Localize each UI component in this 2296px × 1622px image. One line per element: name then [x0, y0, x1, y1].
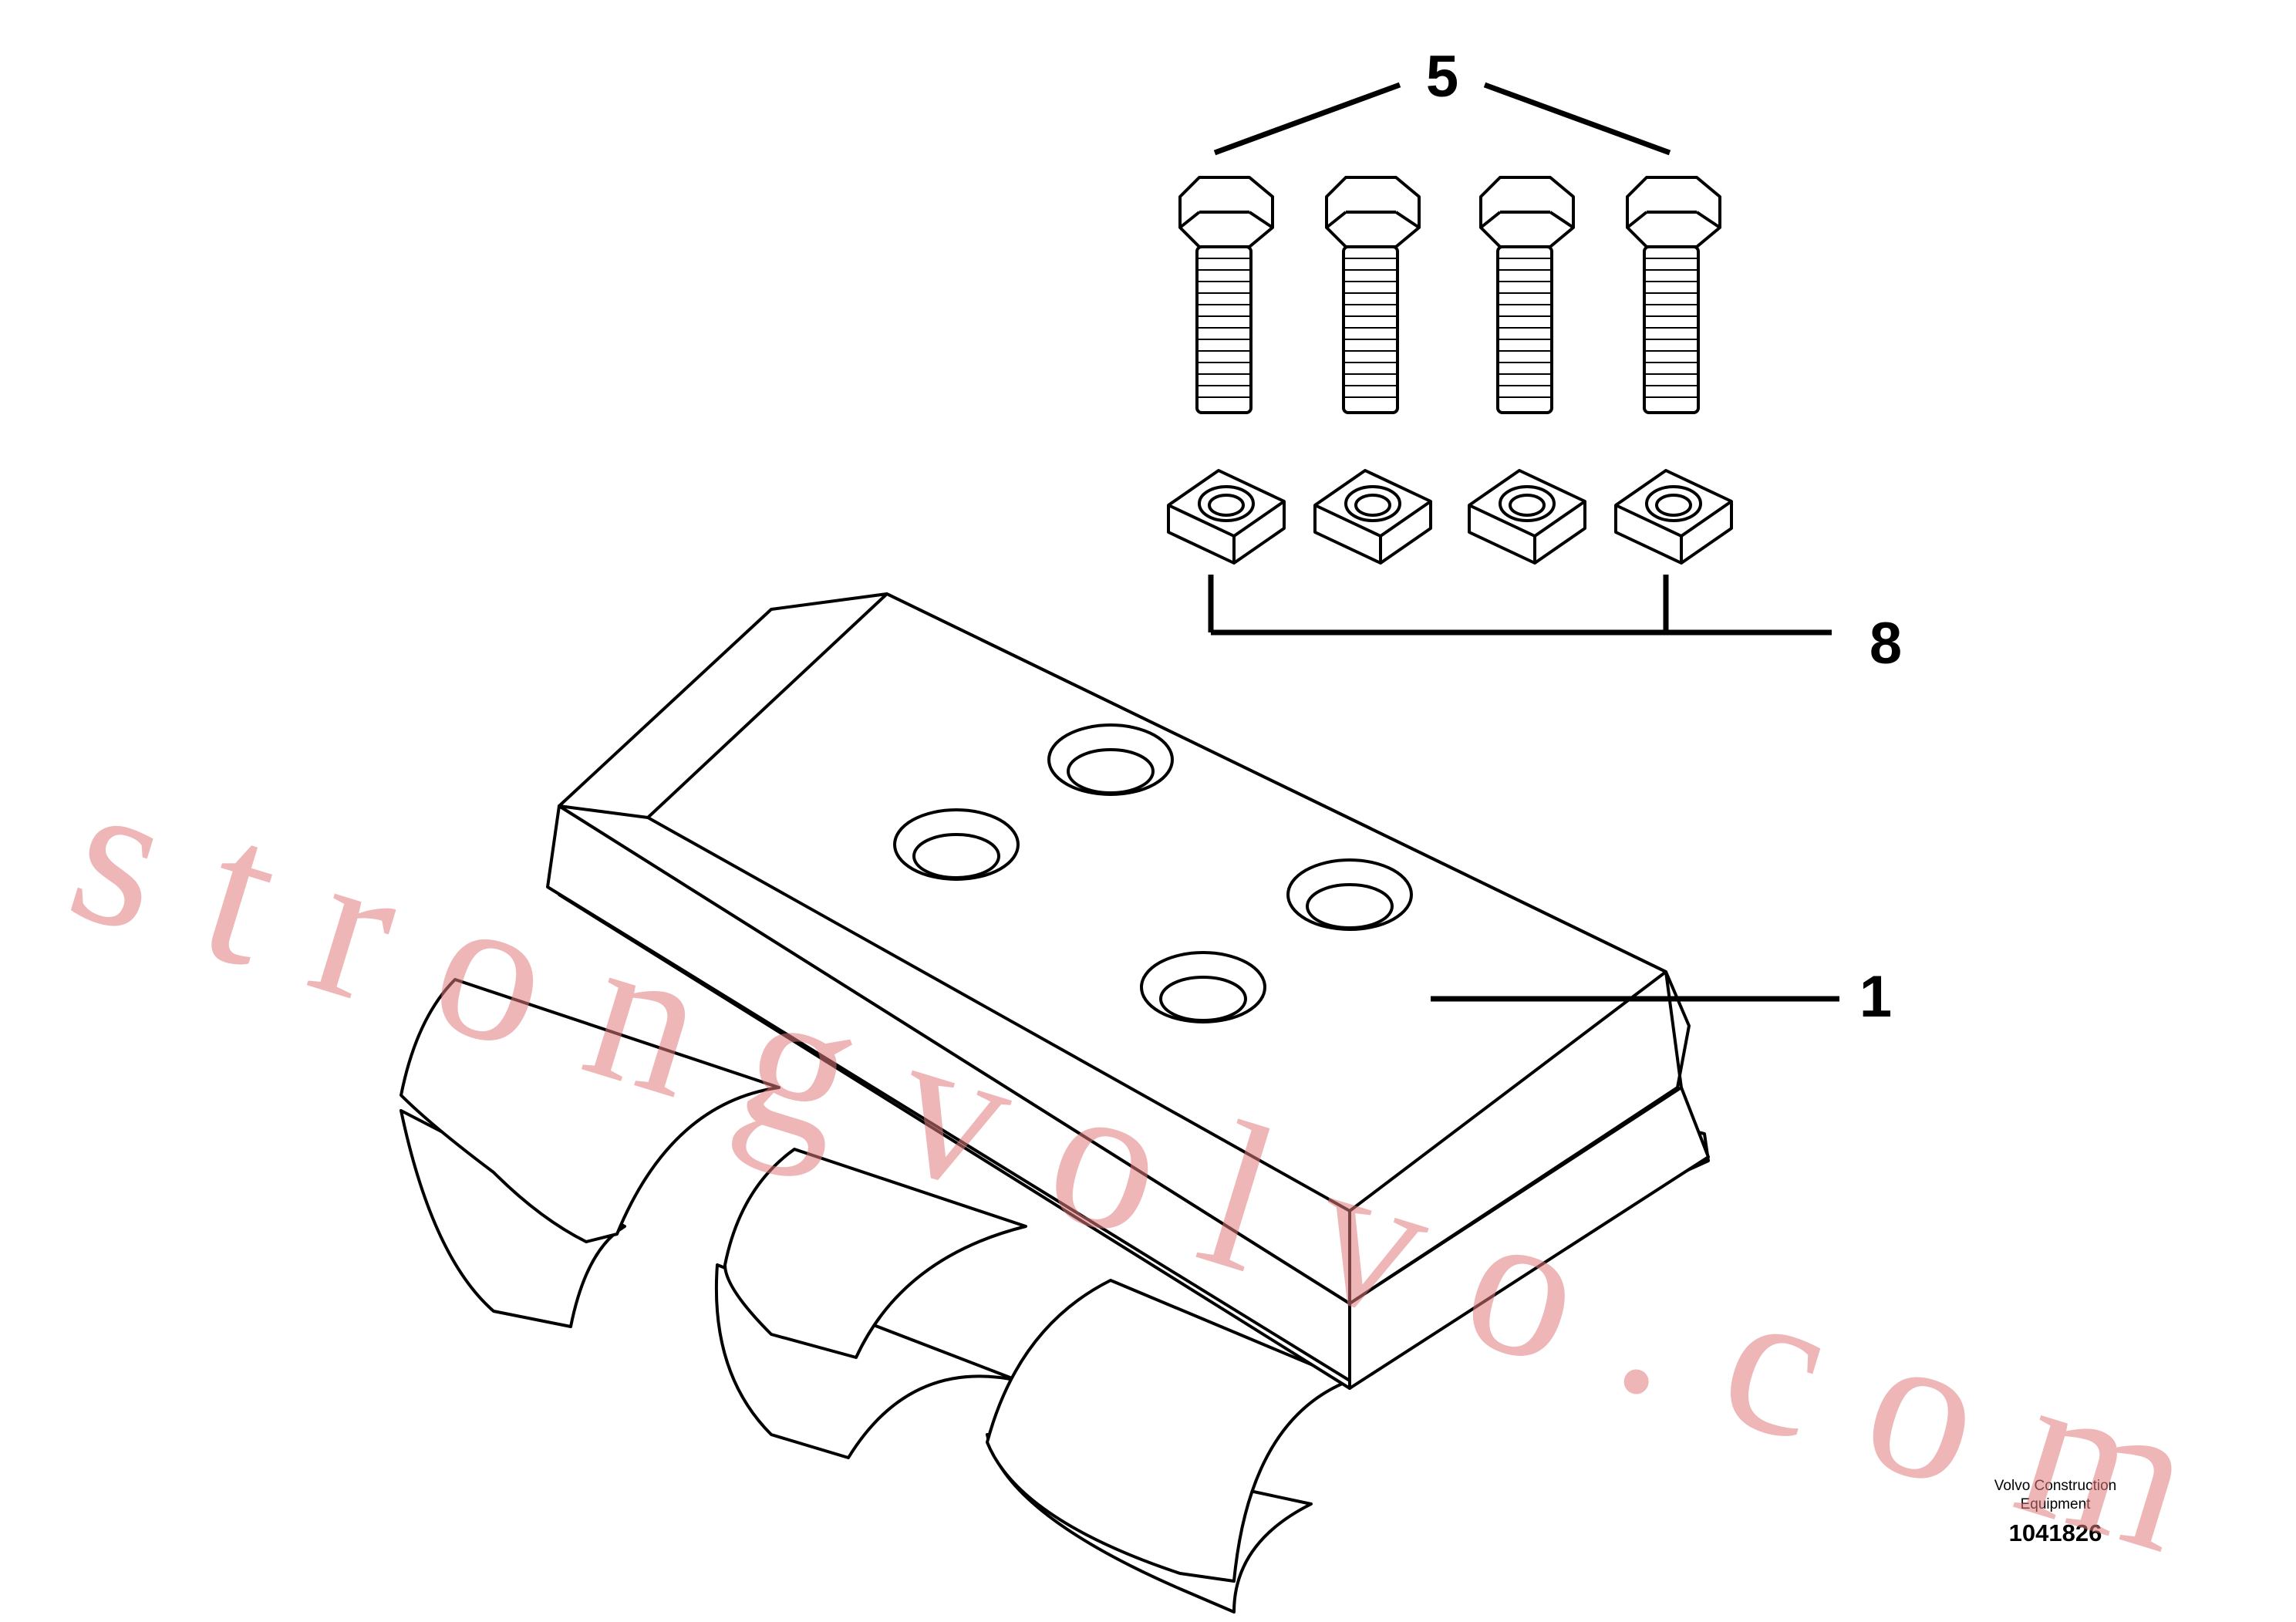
callout-1: 1 [1859, 964, 1892, 1030]
bolt-hole [1140, 951, 1266, 1023]
square-nut [1313, 469, 1432, 565]
bolt [1325, 176, 1421, 414]
square-nut [1167, 469, 1286, 565]
square-nut [1614, 469, 1733, 565]
track-shoe-plate [400, 592, 1710, 1614]
callout-8: 8 [1870, 611, 1902, 676]
bolt [1178, 176, 1274, 414]
leader-line-8 [1208, 575, 1832, 636]
credit-line-1: Volvo Construction [1994, 1478, 2116, 1494]
leader-line-5 [1213, 82, 1671, 156]
bolt [1479, 176, 1575, 414]
credit-line-2: Equipment [2021, 1496, 2092, 1512]
callout-5: 5 [1426, 44, 1458, 110]
bolt [1626, 176, 1721, 414]
square-nut [1468, 469, 1586, 565]
nut-set [1167, 469, 1733, 565]
bolt-hole [893, 808, 1020, 881]
document-number: 1041826 [2009, 1519, 2102, 1546]
bolt-set [1178, 176, 1721, 414]
grouser-bar-left [400, 1109, 626, 1328]
bolt-hole [1047, 723, 1174, 796]
bolt-hole [1286, 858, 1413, 931]
